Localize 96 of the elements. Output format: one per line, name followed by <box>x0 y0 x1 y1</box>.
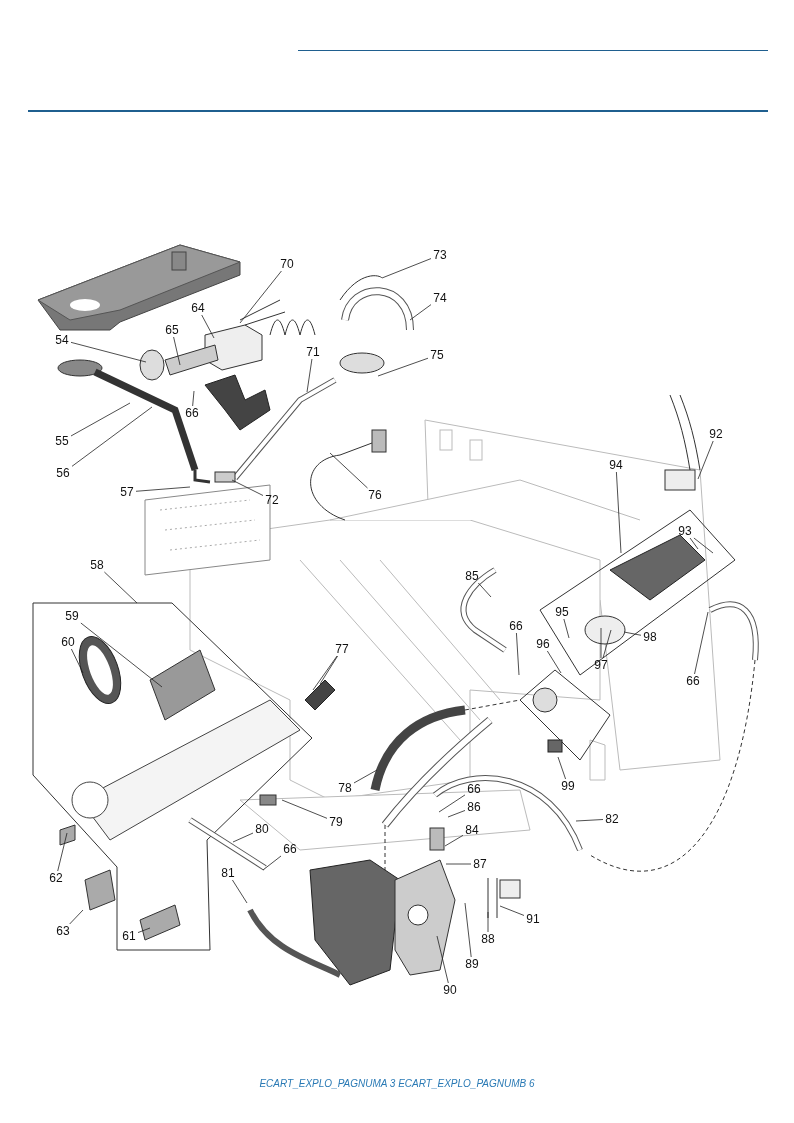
callout-number: 96 <box>536 637 550 651</box>
callout-number: 71 <box>306 345 320 359</box>
leader-line <box>436 935 449 984</box>
leader-line <box>697 440 714 480</box>
callout-number: 90 <box>443 983 457 997</box>
leader-line <box>563 618 570 639</box>
leader-line <box>546 650 562 674</box>
callout-number: 79 <box>329 815 343 829</box>
leader-line <box>69 909 84 925</box>
callout-number: 82 <box>605 812 619 826</box>
leader-line <box>281 799 328 819</box>
callout-number: 78 <box>338 781 352 795</box>
callout-number: 62 <box>49 871 63 885</box>
leader-line <box>262 855 282 871</box>
callout-number: 63 <box>56 924 70 938</box>
callout-number: 72 <box>265 493 279 507</box>
leader-line <box>103 571 138 604</box>
callout-number: 57 <box>120 485 134 499</box>
callout-number: 58 <box>90 558 104 572</box>
leader-line <box>409 304 432 321</box>
callout-number: 73 <box>433 248 447 262</box>
callout-number: 76 <box>368 488 382 502</box>
callout-number: 95 <box>555 605 569 619</box>
callout-number: 59 <box>65 609 79 623</box>
leader-line <box>137 927 151 933</box>
leader-line <box>135 486 191 492</box>
leader-line <box>438 794 466 813</box>
callout-number: 55 <box>55 434 69 448</box>
callout-number: 60 <box>61 635 75 649</box>
leader-line <box>71 648 84 674</box>
callout-number: 94 <box>609 458 623 472</box>
leader-line <box>232 832 254 843</box>
leader-line <box>694 611 709 675</box>
leader-line <box>232 879 248 904</box>
leader-line <box>312 655 338 691</box>
callout-number: 91 <box>526 912 540 926</box>
callout-number: 70 <box>280 257 294 271</box>
leader-line <box>71 406 153 467</box>
callout-number: 65 <box>165 323 179 337</box>
callout-number: 99 <box>561 779 575 793</box>
leader-line <box>447 810 466 818</box>
leader-line <box>57 832 68 872</box>
leader-line <box>575 819 604 822</box>
leader-line <box>192 390 195 407</box>
leader-line <box>201 314 215 339</box>
leader-line <box>329 452 368 489</box>
leader-line <box>70 402 131 437</box>
leader-line <box>445 863 472 865</box>
callout-number: 64 <box>191 301 205 315</box>
leader-line <box>516 632 520 676</box>
callout-number: 66 <box>283 842 297 856</box>
callout-number: 85 <box>465 569 479 583</box>
callout-number: 61 <box>122 929 136 943</box>
callout-number: 80 <box>255 822 269 836</box>
callout-number: 66 <box>509 619 523 633</box>
callout-number: 84 <box>465 823 479 837</box>
leader-line <box>487 911 489 933</box>
leader-line <box>80 622 163 688</box>
leader-line <box>600 627 602 659</box>
callout-number: 92 <box>709 427 723 441</box>
callout-number: 81 <box>221 866 235 880</box>
leader-line <box>231 479 264 496</box>
callout-number: 54 <box>55 333 69 347</box>
leader-line <box>444 834 464 847</box>
callout-number: 77 <box>335 642 349 656</box>
leader-line <box>689 537 699 550</box>
leader-line <box>499 905 525 916</box>
leader-line <box>306 358 313 393</box>
callout-number: 93 <box>678 524 692 538</box>
callout-number: 97 <box>594 658 608 672</box>
callout-number: 66 <box>686 674 700 688</box>
leader-line <box>353 769 378 784</box>
leader-line <box>557 756 566 780</box>
footer-text: ECART_EXPLO_PAGNUMA 3 ECART_EXPLO_PAGNUMB 6 <box>258 1078 536 1089</box>
callout-number: 87 <box>473 857 487 871</box>
leader-line <box>239 270 282 324</box>
callout-number: 89 <box>465 957 479 971</box>
callout-number: 66 <box>467 782 481 796</box>
leader-line <box>623 631 642 636</box>
leader-line <box>381 258 432 279</box>
callout-number: 98 <box>643 630 657 644</box>
callout-number: 56 <box>56 466 70 480</box>
leader-line <box>693 537 714 554</box>
leader-line <box>173 336 181 366</box>
leader-line <box>464 902 472 958</box>
callout-number: 88 <box>481 932 495 946</box>
leader-line <box>616 471 622 554</box>
callout-number: 75 <box>430 348 444 362</box>
leader-line <box>477 582 492 598</box>
leader-line <box>319 655 338 685</box>
leader-line <box>602 629 612 659</box>
leader-line <box>70 341 147 363</box>
callout-number: 66 <box>185 406 199 420</box>
callout-number: 74 <box>433 291 447 305</box>
leader-line <box>377 357 429 377</box>
callout-number: 86 <box>467 800 481 814</box>
